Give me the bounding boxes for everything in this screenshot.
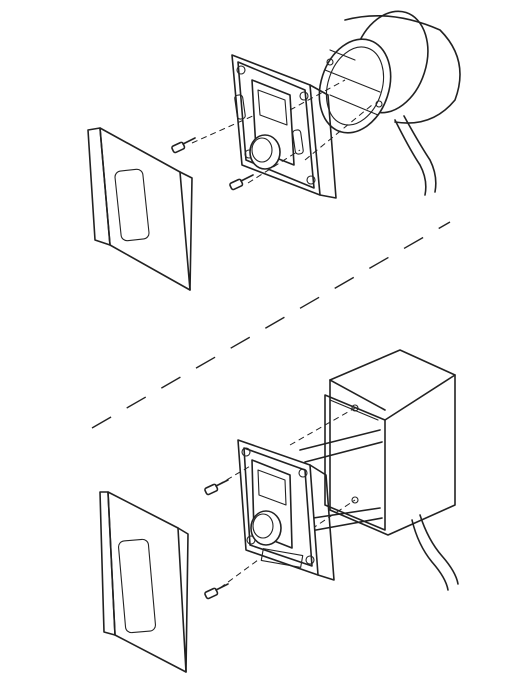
bottom-screw-2 <box>204 583 229 600</box>
rectangular-electrical-box <box>324 349 456 536</box>
top-cover-plate <box>87 127 193 291</box>
top-screw-1 <box>171 137 196 154</box>
bottom-alignment-line-1 <box>217 464 253 486</box>
bottom-alignment-line-2 <box>219 559 259 589</box>
bottom-cover-plate <box>99 491 189 673</box>
top-assembly <box>87 10 461 291</box>
top-alignment-line-1 <box>191 114 256 144</box>
bottom-screw-1 <box>204 479 229 496</box>
bottom-assembly <box>99 349 459 673</box>
separator-line <box>91 221 451 429</box>
top-control-module <box>249 79 295 170</box>
top-alignment-line-2 <box>247 149 301 184</box>
top-screw-2 <box>229 174 254 191</box>
top-cable <box>394 119 427 196</box>
bottom-cable <box>411 519 449 591</box>
round-electrical-box <box>318 10 461 134</box>
bottom-control-module <box>250 459 293 549</box>
